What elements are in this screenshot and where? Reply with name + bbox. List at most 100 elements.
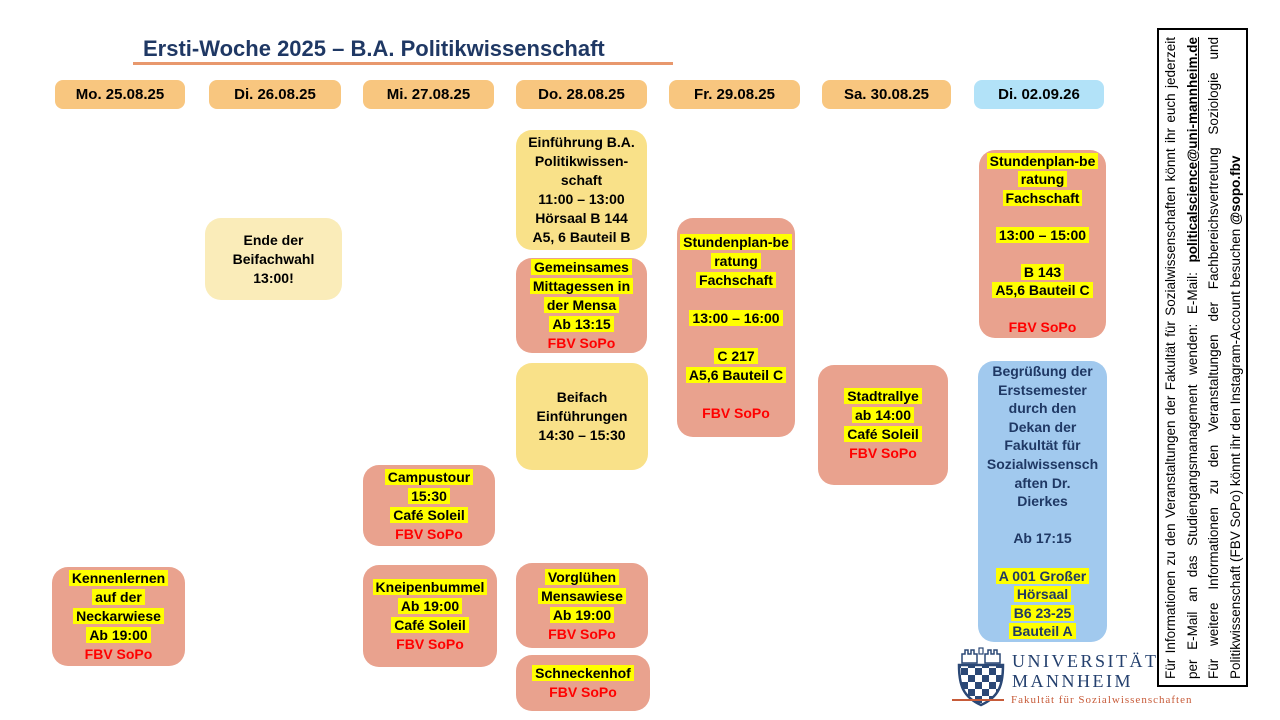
day-header-sa: Sa. 30.08.25 [822,80,951,109]
event-card-line: 11:00 – 13:00 [538,191,625,207]
event-card-line: Stadtrallye [818,387,948,406]
event-card-line: Kennenlernen [52,569,185,588]
faculty-subtitle: Fakultät für Sozialwissenschaften [952,694,1192,706]
sidebar-line-4: Politikwissenschaft (FBV SoPo) könnt ihr… [1227,155,1242,679]
event-card-line: Beifachwahl [232,250,315,267]
page-title: Ersti-Woche 2025 – B.A. Politikwissensch… [143,36,605,61]
event-card-line [979,300,1106,319]
logo-rule [952,699,1004,701]
faculty-subtitle-text: Fakultät für Sozialwissenschaften [1011,694,1193,706]
event-card-line: Fachschaft [677,271,795,290]
event-card-line: Sozialwissensch [986,456,1099,473]
info-sidebar-text: Für Informationen zu den Veranstaltungen… [1160,37,1246,679]
event-card-line: B6 23-25 [978,604,1107,623]
info-sidebar: Für Informationen zu den Veranstaltungen… [1157,28,1248,687]
day-header-mi: Mi. 27.08.25 [363,80,494,109]
event-card-line: Ende der [243,231,304,248]
event-card-line: Mittagessen in [516,277,647,296]
event-card-line: 13:00 – 16:00 [677,309,795,328]
event-card-line: Ab 19:00 [363,597,497,616]
event-card-line: FBV SoPo [1008,319,1077,335]
event-card-line: Ab 19:00 [516,606,648,625]
event-card-line: aften Dr. [1014,474,1071,491]
event-card-line: A5,6 Bauteil C [979,281,1106,300]
day-label: Sa. 30.08.25 [843,86,930,103]
event-card-line: A5, 6 Bauteil B [532,229,631,245]
university-name-line1: UNIVERSITÄT [1012,651,1159,671]
event-card-line: Neckarwiese [52,607,185,626]
university-name: UNIVERSITÄT MANNHEIM [1012,651,1159,691]
event-card-line: FBV SoPo [549,684,617,700]
event-card-line: Hörsaal B 144 [535,210,628,226]
day-header-di: Di. 26.08.25 [209,80,341,109]
event-card-line: Stundenplan-be [979,152,1106,171]
event-card-line: auf der [52,588,185,607]
event-card-line: FBV SoPo [849,445,917,461]
day-label: Mi. 27.08.25 [386,86,471,103]
event-card-line: ab 14:00 [818,406,948,425]
day-label: Di. 26.08.25 [234,86,316,103]
sidebar-line-1: Für Informationen zu den Veranstaltungen… [1162,36,1178,679]
instagram-handle[interactable]: @sopo.fbv [1227,155,1242,225]
event-card-line: Ab 17:15 [1013,530,1072,547]
event-card-line: Café Soleil [818,425,948,444]
event-card-line [677,290,795,309]
event-card-line: Politikwissen- [534,153,629,169]
event-card-line: C 217 [677,347,795,366]
sidebar-line-2: per E-Mail an das Studiengangsmanagement… [1184,36,1199,679]
event-card-line: 14:30 – 15:30 [538,427,626,443]
event-card-line: Mensawiese [516,587,648,606]
event-card-line [677,328,795,347]
event-card-line: Einführung B.A. [528,134,635,150]
event-card-line: ratung [677,252,795,271]
event-card-line: Stundenplan-be [677,233,795,252]
title-underline [133,62,673,65]
event-card-line: B 143 [979,263,1106,282]
event-card-line: FBV SoPo [547,335,616,351]
event-card-line: Gemeinsames [516,258,647,277]
event-card-line: Beifach [556,389,608,405]
event-card-line: Kneipenbummel [363,578,497,597]
event-card-line: Fachschaft [979,189,1106,208]
day-header-fr: Fr. 29.08.25 [669,80,800,109]
event-card-line: A5,6 Bauteil C [677,366,795,385]
event-card-line: Café Soleil [363,506,495,525]
event-card-line: Begrüßung der [992,363,1093,380]
event-card-line: Fakultät für [1004,437,1081,454]
event-card-line [677,385,795,404]
event-card-line: Dierkes [1017,493,1068,510]
event-card-line: Bauteil A [978,622,1107,641]
event-card-line: Dekan der [1008,418,1077,435]
university-logo: UNIVERSITÄT MANNHEIM Fakultät für Sozial… [952,645,1191,715]
event-card-line: durch den [1008,400,1077,417]
university-name-line2: MANNHEIM [1012,671,1133,691]
sidebar-line-3: Für weitere Informationen zu den Veranst… [1205,36,1221,679]
event-card-line: Hörsaal [978,585,1107,604]
event-card-line [979,207,1106,226]
event-card-line: schaft [560,172,603,188]
event-card-line: Erstsemester [998,381,1087,398]
day-label: Fr. 29.08.25 [694,86,775,103]
event-card-line: FBV SoPo [548,625,616,642]
event-card-line: Ab 19:00 [52,626,185,645]
event-card-line: 13:00 – 15:00 [979,226,1106,245]
event-card-line: A 001 Großer [978,567,1107,586]
email-link[interactable]: politicalscience@uni-mannheim.de [1184,36,1199,262]
event-card-line: FBV SoPo [84,646,153,662]
day-header-di-sept: Di. 02.09.26 [974,80,1104,109]
mannheim-crest-icon [957,647,1005,707]
event-card-einfuehrung-ba: Einführung B.A. Politikwissen-schaft 11:00… [516,130,647,250]
day-label: Do. 28.08.25 [538,86,625,103]
event-card-line: FBV SoPo [702,404,770,421]
event-card-line: Café Soleil [363,616,497,635]
